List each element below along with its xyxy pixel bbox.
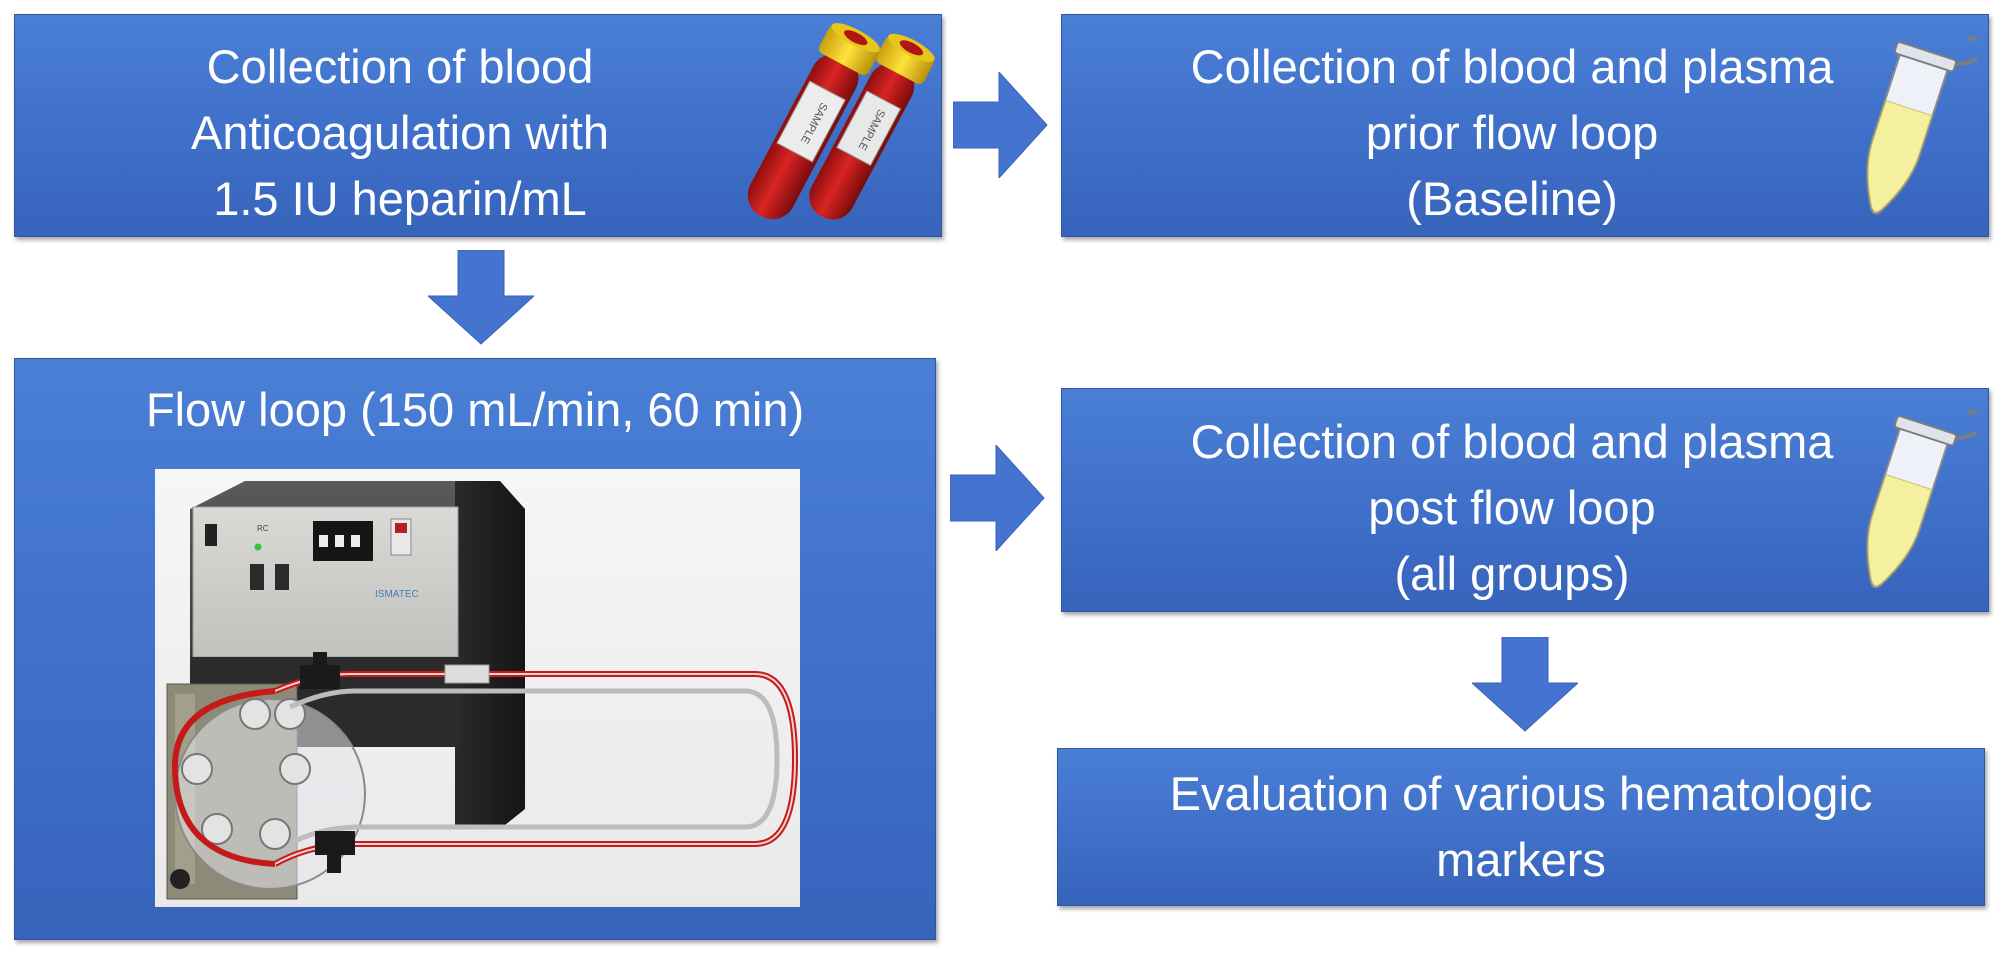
arrow-right-icon	[953, 72, 1048, 178]
collection-box: Collection of blood Anticoagulation with…	[14, 14, 942, 237]
collection-line-3: 1.5 IU heparin/mL	[213, 172, 587, 225]
collection-line-1: Collection of blood	[206, 40, 594, 93]
evaluation-box: Evaluation of various hematologic marker…	[1057, 748, 1985, 906]
arrow-down-icon	[428, 250, 534, 345]
baseline-text: Collection of blood and plasma prior flo…	[1172, 34, 1852, 232]
svg-text:RC: RC	[257, 524, 269, 533]
flow-loop-box: Flow loop (150 mL/min, 60 min) RC	[14, 358, 936, 940]
pump-brand: ISMATEC	[375, 589, 419, 600]
pump-photo: RC ISMATEC	[155, 469, 800, 907]
baseline-line-3: (Baseline)	[1406, 172, 1618, 225]
collection-line-2: Anticoagulation with	[190, 106, 610, 159]
collection-text: Collection of blood Anticoagulation with…	[165, 34, 635, 232]
arrow-right-icon	[950, 445, 1045, 551]
baseline-line-2: prior flow loop	[1365, 106, 1659, 159]
evaluation-text: Evaluation of various hematologic marker…	[1058, 761, 1984, 893]
post-line-2: post flow loop	[1368, 481, 1656, 534]
peristaltic-pump-icon: RC ISMATEC	[166, 481, 799, 900]
post-line-3: (all groups)	[1394, 547, 1630, 600]
baseline-line-1: Collection of blood and plasma	[1190, 40, 1834, 93]
evaluation-line-2: markers	[1436, 833, 1606, 886]
evaluation-line-1: Evaluation of various hematologic	[1169, 767, 1873, 820]
plasma-tube-icon	[1866, 410, 1977, 589]
arrow-down-icon	[1472, 637, 1578, 732]
flow-loop-title: Flow loop (150 mL/min, 60 min)	[145, 383, 805, 436]
post-flow-loop-box: Collection of blood and plasma post flow…	[1061, 388, 1989, 612]
blood-tube-icon: SAMPLE SAMPLE	[747, 23, 935, 220]
baseline-box: Collection of blood and plasma prior flo…	[1061, 14, 1989, 237]
post-text: Collection of blood and plasma post flow…	[1172, 409, 1852, 607]
post-line-1: Collection of blood and plasma	[1190, 415, 1834, 468]
plasma-tube-icon	[1866, 36, 1977, 215]
